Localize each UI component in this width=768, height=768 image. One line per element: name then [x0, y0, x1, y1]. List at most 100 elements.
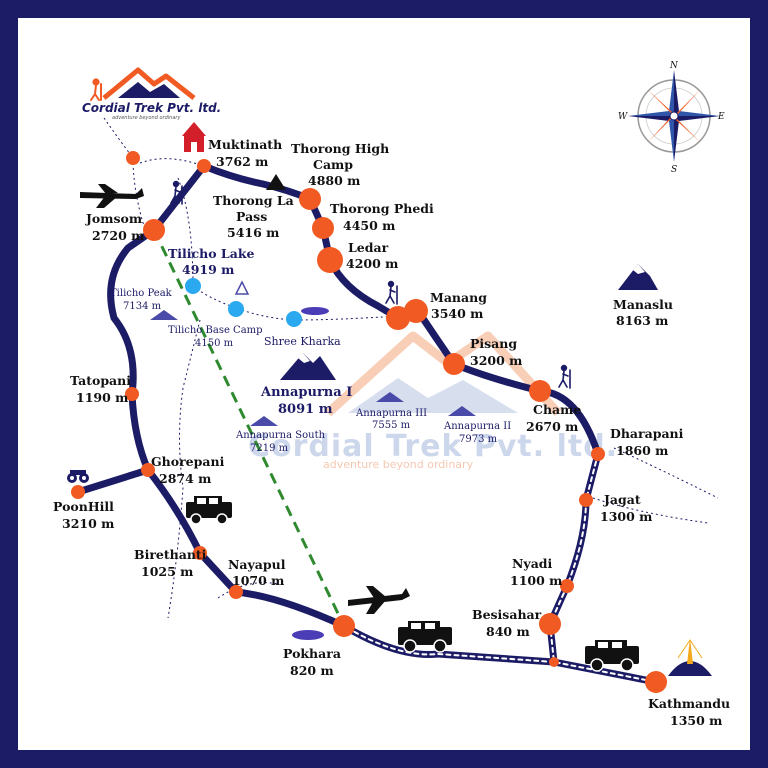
label-poonhill-alt: 3210 m — [62, 516, 114, 531]
route-stops — [71, 151, 667, 693]
annapurna-ii-mountain-icon — [448, 406, 476, 416]
label-nayapul: Nayapul — [228, 557, 286, 572]
label-tatopani-alt: 1190 m — [76, 390, 128, 405]
label-birethanti-alt: 1025 m — [141, 564, 193, 579]
label-tilicho-base-camp-alt: 4150 m — [195, 338, 234, 349]
label-annapurna-south: Annapurna South — [235, 430, 326, 441]
hiker-icon — [385, 280, 398, 305]
lakes — [292, 307, 329, 640]
stop-dot-thorong-high-camp — [299, 188, 321, 210]
label-manaslu: Manaslu — [613, 297, 673, 312]
stop-dot-ledar — [317, 247, 343, 273]
label-manang-alt: 3540 m — [431, 306, 483, 321]
label-annapurna-i-alt: 8091 m — [278, 402, 333, 417]
hiker-icons — [170, 180, 571, 389]
label-besisahar-alt: 840 m — [486, 624, 530, 639]
label-kathmandu: Kathmandu — [648, 696, 730, 711]
jeep-icon — [398, 621, 452, 653]
stop-dot-thorong-phedi — [312, 217, 334, 239]
label-tilicho-lake: Tilicho Lake — [168, 246, 254, 261]
label-manang: Manang — [430, 290, 487, 305]
flight-route-line — [152, 229, 346, 627]
label-nayapul-alt: 1070 m — [232, 573, 284, 588]
watermark: Cordial Trek Pvt. ltd. adventure beyond … — [248, 331, 618, 471]
label-ledar-alt: 4200 m — [346, 256, 398, 271]
stop-dot-manang — [386, 306, 410, 330]
label-thorong-la-alt: 5416 m — [227, 225, 279, 240]
trek-route-map: Cordial Trek Pvt. ltd. adventure beyond … — [53, 61, 730, 728]
annapurna-south-mountain-icon — [250, 416, 278, 426]
label-tatopani: Tatopani — [70, 373, 131, 388]
logo-mountain-icon — [102, 67, 196, 100]
label-thorong-phedi: Thorong Phedi — [330, 201, 434, 216]
jeep-icons — [186, 496, 639, 672]
stop-dot-muktinath-west — [126, 151, 140, 165]
label-thorong-la-1: Thorong La — [213, 193, 294, 208]
label-manaslu-alt: 8163 m — [616, 313, 668, 328]
lake-stops — [185, 278, 302, 327]
stop-dot-muktinath — [197, 159, 211, 173]
stop-dot-jomsom — [143, 219, 165, 241]
tilicho-peak-mountain-icon — [150, 310, 178, 320]
label-tilicho-base-camp: Tilicho Base Camp — [168, 325, 263, 336]
label-pisang-alt: 3200 m — [470, 353, 522, 368]
airplane-icon — [348, 586, 410, 614]
stop-dot-poonhill — [71, 485, 85, 499]
label-annapurna-south-alt: 7219 m — [250, 443, 289, 454]
label-kathmandu-alt: 1350 m — [670, 713, 722, 728]
stop-dot-dharapani — [591, 447, 605, 461]
stop-dot-nyadi — [560, 579, 574, 593]
label-nyadi-alt: 1100 m — [510, 573, 562, 588]
airplane-icons — [80, 184, 410, 614]
label-dharapani: Dharapani — [610, 426, 684, 441]
binoculars-icon — [67, 470, 89, 483]
brand-tagline: adventure beyond ordinary — [112, 115, 181, 121]
label-thorong-la-2: Pass — [236, 209, 267, 224]
label-pokhara-alt: 820 m — [290, 663, 334, 678]
hiker-icon — [170, 180, 183, 205]
label-chame: Chame — [533, 402, 581, 417]
mountain-icons — [150, 174, 658, 426]
label-jagat-alt: 1300 m — [600, 509, 652, 524]
place-labels: Muktinath 3762 m Thorong High Camp 4880 … — [53, 137, 730, 728]
label-thorong-high-camp-1: Thorong High — [291, 141, 389, 156]
label-ghorepani: Ghorepani — [151, 454, 225, 469]
label-pokhara: Pokhara — [283, 646, 341, 661]
brand-logo: Cordial Trek Pvt. ltd. adventure beyond … — [82, 67, 221, 121]
hiker-icon — [558, 364, 571, 389]
compass-north-label: N — [669, 61, 679, 71]
label-thorong-high-camp-2: Camp — [313, 157, 353, 172]
label-birethanti: Birethanti — [134, 547, 207, 562]
label-nyadi: Nyadi — [512, 556, 553, 571]
stop-dot-besisahar — [539, 613, 561, 635]
label-besisahar: Besisahar — [472, 607, 542, 622]
airplane-icon — [80, 184, 144, 208]
annapurna-iii-mountain-icon — [376, 392, 404, 402]
compass-rose-icon: N E S W — [618, 61, 725, 175]
annapurna-i-mountain-icon — [280, 353, 336, 380]
stop-dot-tilicho-lake — [185, 278, 201, 294]
label-annapurna-i: Annapurna I — [260, 385, 352, 400]
label-ledar: Ledar — [348, 240, 389, 255]
stop-dot-kathmandu — [645, 671, 667, 693]
label-annapurna-iii: Annapurna III — [355, 408, 427, 419]
compass-west-label: W — [618, 112, 628, 122]
stop-dot-tilicho-base-camp — [228, 301, 244, 317]
label-tilicho-peak: Tilicho Peak — [110, 288, 173, 299]
stop-dot-tatopani — [125, 387, 139, 401]
label-thorong-high-camp-alt: 4880 m — [308, 173, 360, 188]
label-jomsom: Jomsom — [85, 211, 142, 226]
label-pisang: Pisang — [470, 336, 517, 351]
label-thorong-phedi-alt: 4450 m — [343, 218, 395, 233]
side-trails — [103, 117, 719, 619]
thorong-camp-tent-icon — [266, 174, 286, 190]
label-jagat: Jagat — [603, 492, 641, 507]
jeep-icon — [585, 640, 639, 672]
stop-dot-chame — [529, 380, 551, 402]
label-tilicho-peak-alt: 7134 m — [123, 301, 162, 312]
label-tilicho-lake-alt: 4919 m — [182, 262, 234, 277]
watermark-brand-text: Cordial Trek Pvt. ltd. — [248, 429, 618, 464]
stop-dot-jagat — [579, 493, 593, 507]
label-annapurna-iii-alt: 7555 m — [372, 420, 411, 431]
label-dharapani-alt: 1860 m — [616, 443, 668, 458]
